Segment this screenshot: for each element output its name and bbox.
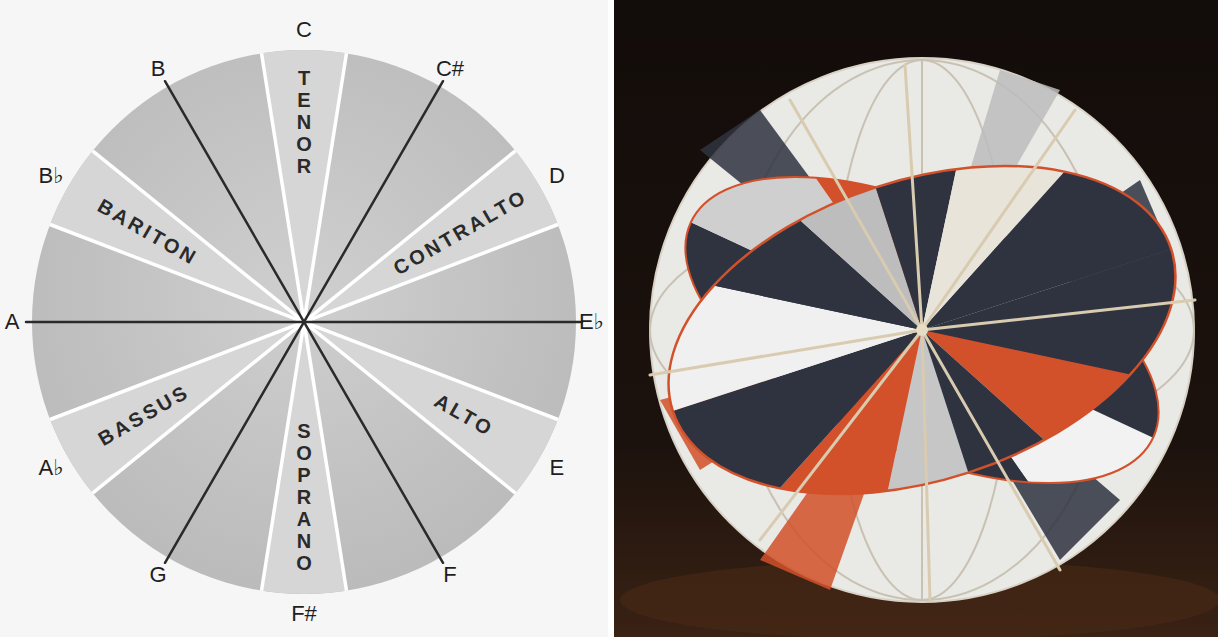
paper-model xyxy=(390,0,1218,637)
pitch-label: E xyxy=(550,457,565,479)
voice-label: BASSUS xyxy=(95,380,193,448)
paper xyxy=(0,0,608,637)
pitch-label: A xyxy=(5,311,20,333)
voice-label: TENOR xyxy=(294,67,314,177)
pitch-label: C xyxy=(296,19,312,41)
pitch-label: E♭ xyxy=(579,311,604,333)
pitch-label: C# xyxy=(436,58,464,80)
voice-label: BARITON xyxy=(95,195,202,268)
pitch-label: A♭ xyxy=(39,457,64,479)
pitch-label: G xyxy=(149,564,166,586)
pitch-label: F xyxy=(443,564,456,586)
pitch-label: B♭ xyxy=(39,165,64,187)
voice-label: SOPRANO xyxy=(294,420,314,574)
voice-label: CONTRALTO xyxy=(390,186,531,279)
pitch-label: B xyxy=(151,58,166,80)
pitch-label: F# xyxy=(291,603,317,625)
voice-label: ALTO xyxy=(431,390,497,440)
pitch-label: D xyxy=(549,165,565,187)
